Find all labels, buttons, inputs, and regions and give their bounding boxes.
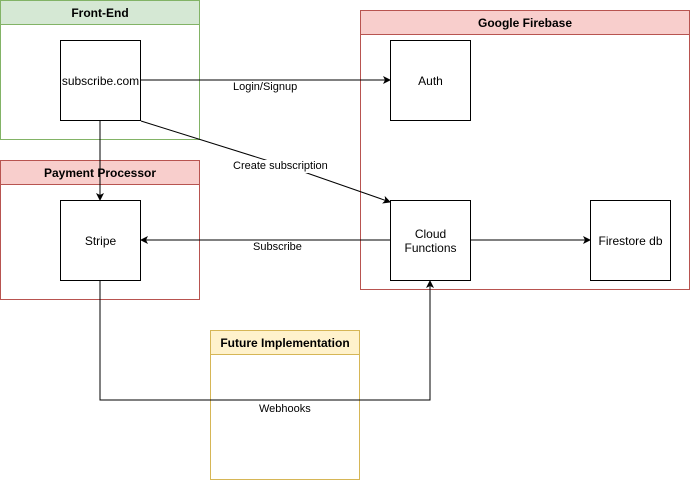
node-stripe: Stripe: [60, 200, 141, 281]
container-future-implementation: Future Implementation: [210, 330, 360, 480]
node-firestore-db: Firestore db: [590, 200, 671, 281]
node-auth-label: Auth: [418, 73, 443, 88]
container-frontend: Front-End: [0, 0, 200, 140]
container-future-implementation-title: Future Implementation: [211, 331, 359, 355]
edge-webhooks: [99, 280, 434, 401]
node-cloud-functions: Cloud Functions: [390, 200, 471, 281]
node-subscribe-com-label: subscribe.com: [61, 73, 140, 88]
edge-label-webhooks: Webhooks: [258, 403, 312, 416]
node-firestore-db-label: Firestore db: [598, 233, 663, 248]
edge-label-login-signup: Login/Signup: [232, 81, 299, 94]
node-auth: Auth: [390, 40, 471, 121]
edge-label-subscribe: Subscribe: [252, 241, 303, 254]
node-cloud-functions-label: Cloud Functions: [404, 226, 457, 255]
container-google-firebase-title: Google Firebase: [361, 11, 689, 35]
node-subscribe-com: subscribe.com: [60, 40, 141, 121]
node-stripe-label: Stripe: [84, 233, 117, 248]
edge-label-create-subscription: Create subscription: [232, 160, 329, 173]
container-frontend-title: Front-End: [1, 1, 199, 25]
container-google-firebase: Google Firebase: [360, 10, 690, 290]
